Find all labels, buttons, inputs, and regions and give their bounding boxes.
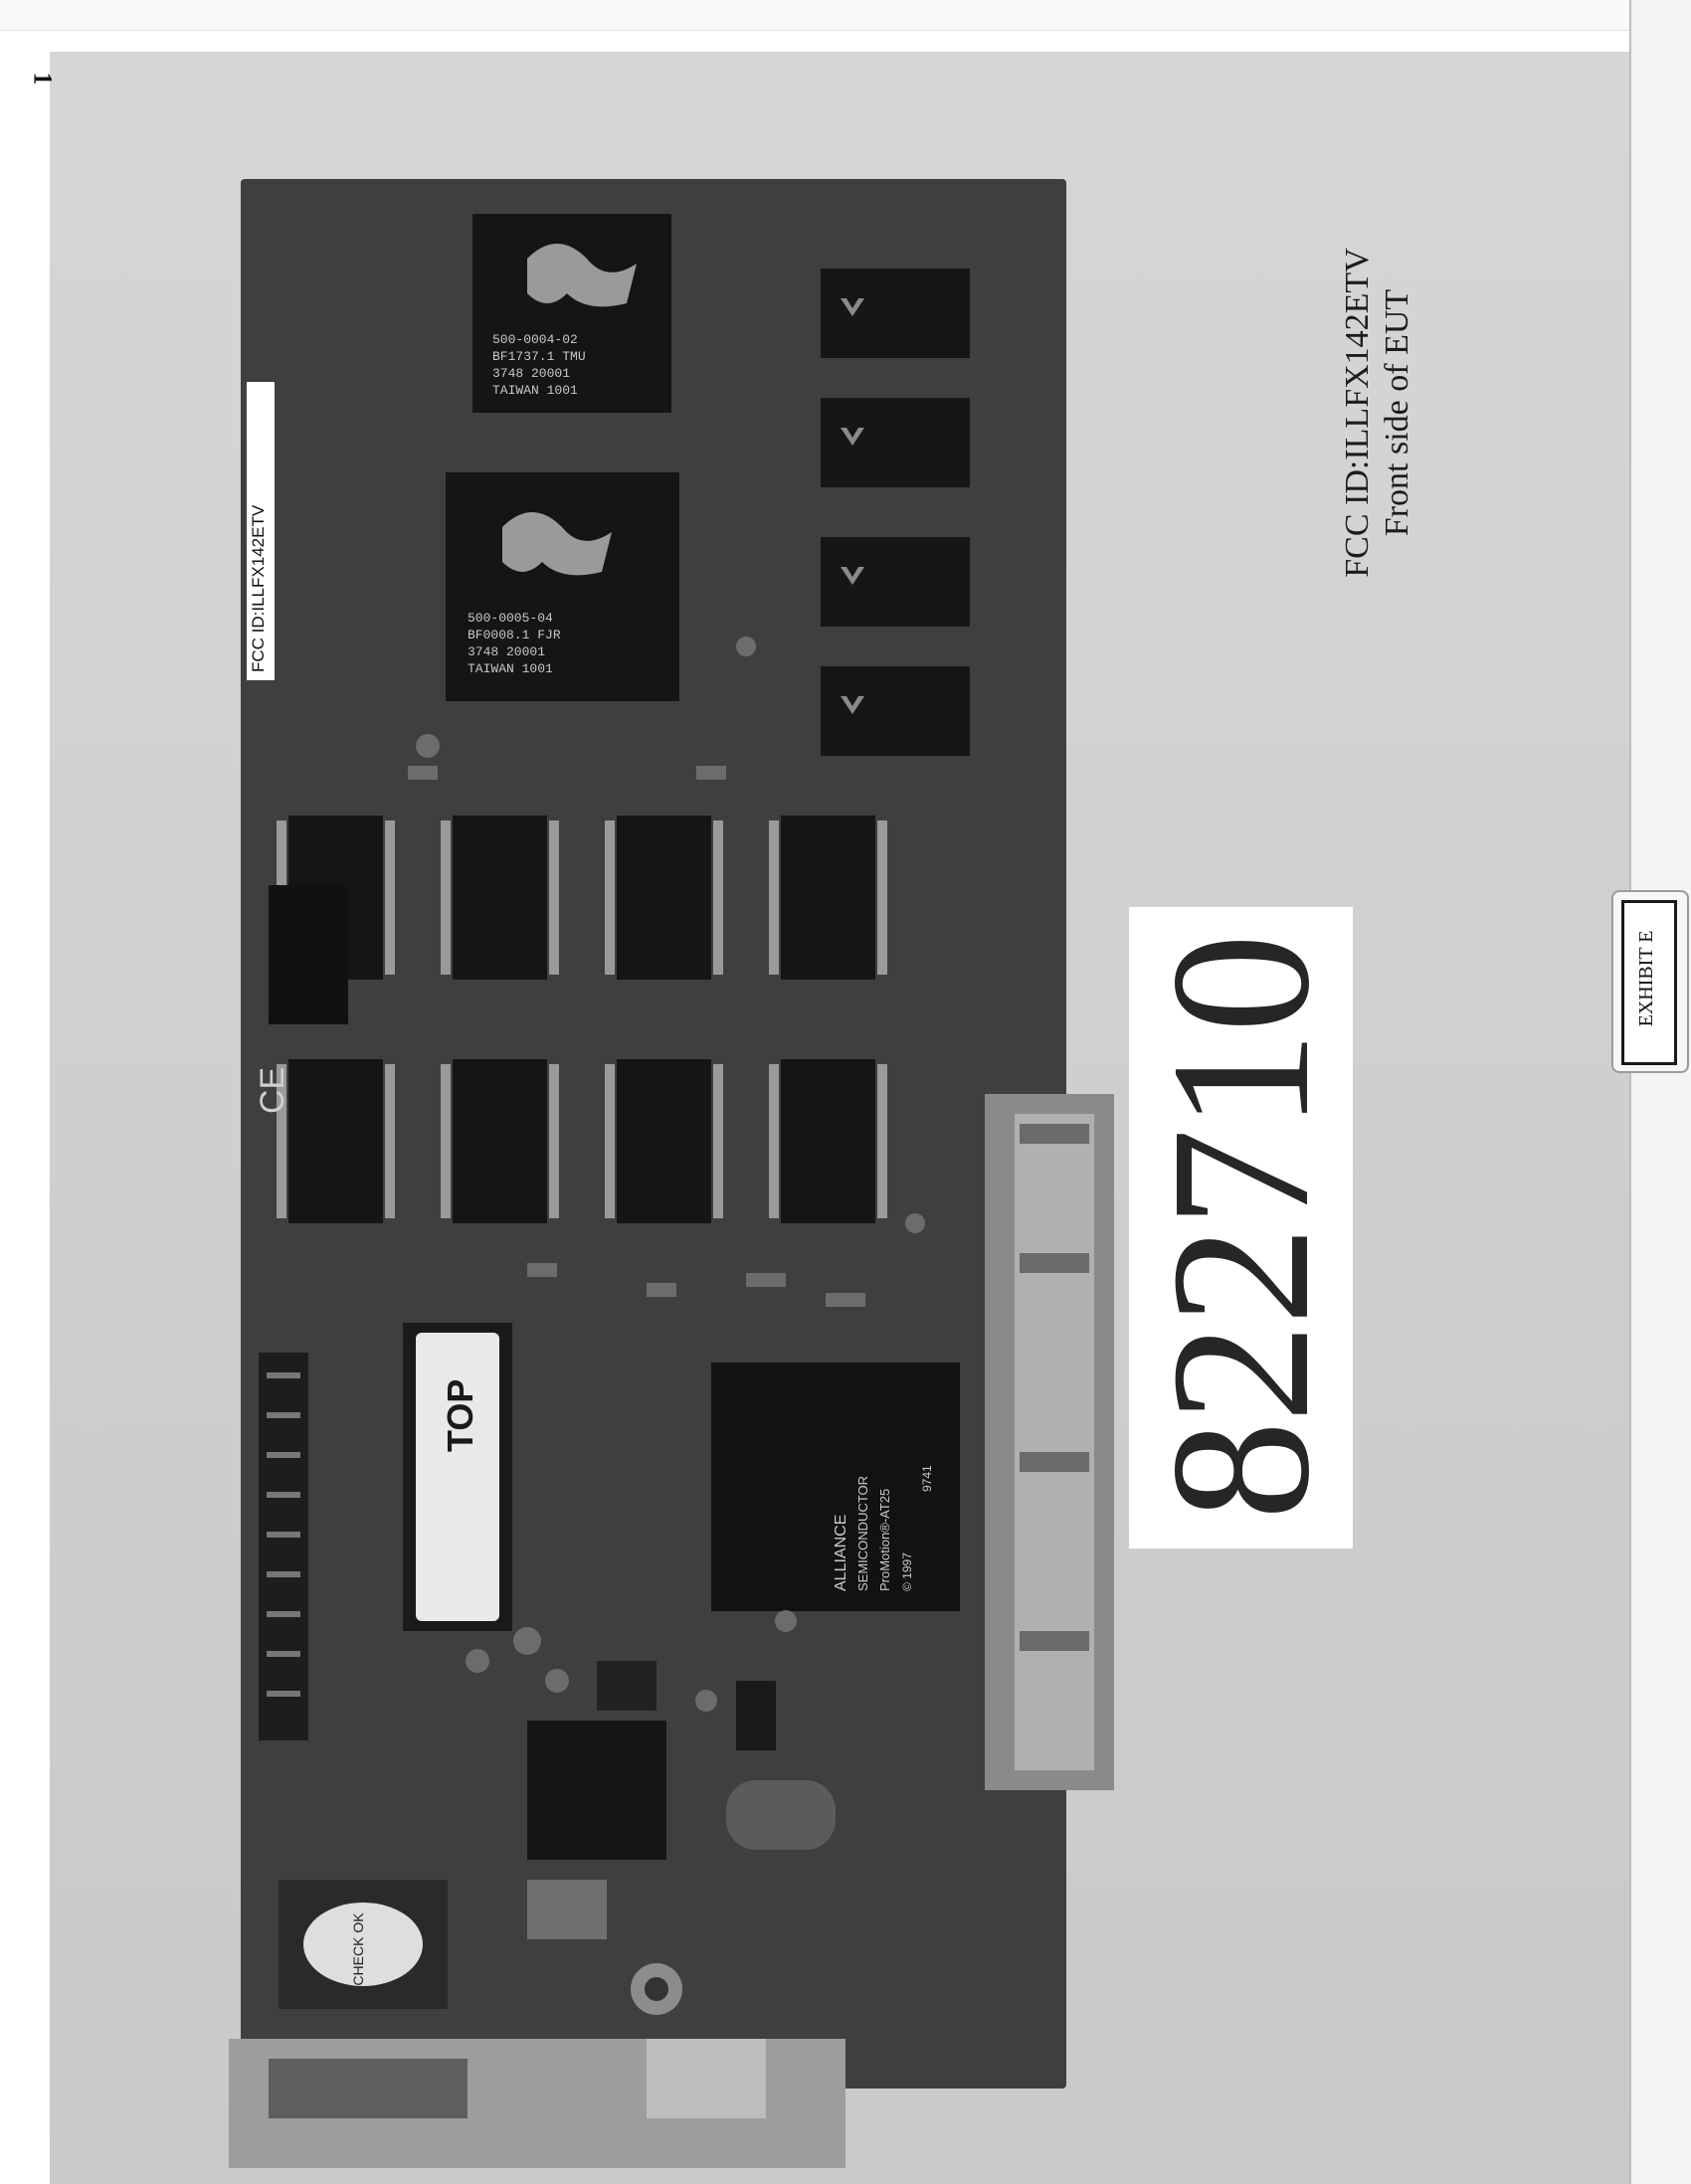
ce-mark: CE (254, 1067, 291, 1114)
check-ok-text: CHECK OK (350, 1912, 366, 1986)
voltage-regulator (269, 885, 348, 1024)
right-margin (1629, 0, 1691, 2184)
caption-line-1: FCC ID:ILLFX142ETV (1339, 248, 1376, 578)
svg-text:ALLIANCE: ALLIANCE (833, 1515, 849, 1591)
exhibit-label-box (1621, 900, 1677, 1065)
svg-text:BF1737.1 TMU: BF1737.1 TMU (492, 349, 586, 364)
page-number: 1 (28, 72, 58, 86)
3dfx-logo-a (527, 244, 637, 307)
svg-text:ProMotion®-AT25: ProMotion®-AT25 (877, 1489, 892, 1591)
svg-text:3748 20001: 3748 20001 (492, 366, 570, 381)
photo-number: 822710 (1131, 935, 1351, 1521)
small-components (408, 637, 925, 1712)
caption-line-2: Front side of EUT (1379, 288, 1415, 537)
memory-logos-right (841, 298, 864, 714)
svg-text:9741: 9741 (920, 1465, 934, 1492)
svg-text:© 1997: © 1997 (900, 1552, 914, 1591)
svg-text:3748 20001: 3748 20001 (468, 644, 545, 659)
svg-text:500-0005-04: 500-0005-04 (468, 611, 553, 626)
alliance-chip (711, 1363, 960, 1611)
bios-sticker (416, 1333, 499, 1621)
exhibit-label: EXHIBIT E (1635, 930, 1657, 1027)
number-box (1129, 907, 1353, 1548)
feature-connector (259, 1353, 308, 1740)
svg-text:TAIWAN 1001: TAIWAN 1001 (468, 661, 553, 676)
3dfx-logo-b (502, 512, 612, 576)
scanner-top-edge (0, 0, 1691, 31)
svg-text:500-0004-02: 500-0004-02 (492, 332, 578, 347)
alliance-chip-text: ALLIANCE SEMICONDUCTOR ProMotion®-AT25 ©… (833, 1465, 934, 1591)
svg-text:BF0008.1 FJR: BF0008.1 FJR (468, 628, 561, 642)
fcc-sticker (247, 382, 275, 680)
memory-column-right (821, 269, 970, 756)
check-ok-sticker (303, 1903, 423, 1986)
bios-brand: TOP (440, 1379, 480, 1452)
edge-connector-fingers (1015, 1114, 1094, 1770)
svg-text:SEMICONDUCTOR: SEMICONDUCTOR (855, 1476, 870, 1591)
chip-a (472, 214, 671, 413)
fcc-sticker-text: FCC ID:ILLFX142ETV (249, 504, 268, 672)
photo-caption: FCC ID:ILLFX142ETV Front side of EUT (1338, 179, 1417, 646)
svg-text:TAIWAN 1001: TAIWAN 1001 (492, 383, 578, 398)
tv-encoder-chip (527, 1721, 666, 1860)
chip-b (446, 472, 679, 701)
circuit-board-photo: CHECK OK 500-0004-02 BF1737.1 TMU 3748 2… (229, 179, 1114, 2168)
